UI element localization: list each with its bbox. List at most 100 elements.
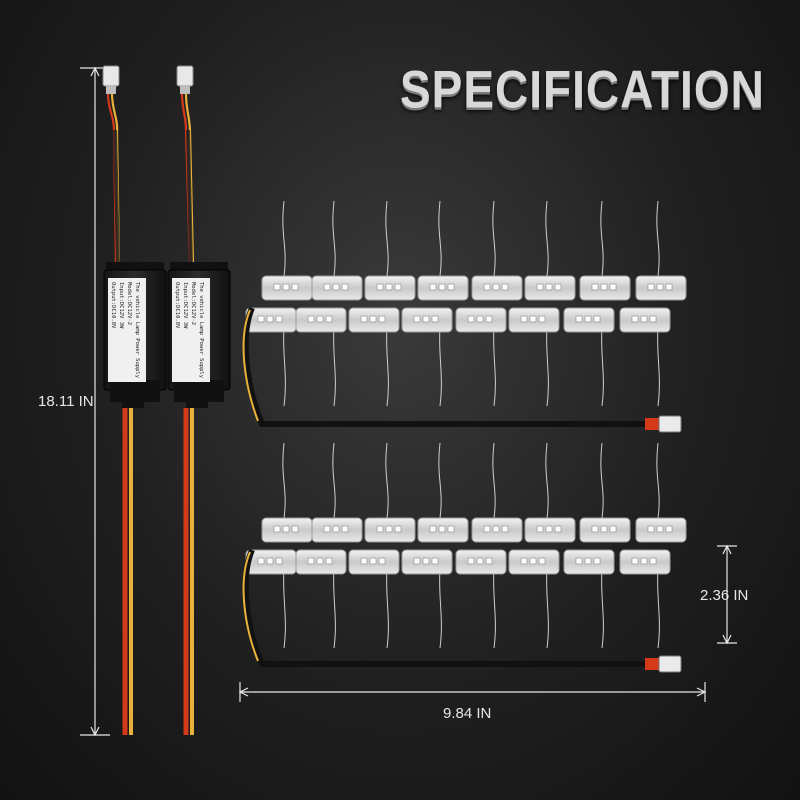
led-chip	[538, 315, 546, 323]
lead-wire	[283, 325, 286, 407]
led-chip	[647, 283, 655, 291]
led-chip	[360, 557, 368, 565]
led-chip	[501, 283, 509, 291]
power-supply-left: The vehicle Lamp Power Supply Model:DC12…	[102, 65, 167, 735]
led-chip	[429, 283, 437, 291]
led-chip	[545, 525, 553, 533]
led-chip	[593, 557, 601, 565]
led-chip	[476, 315, 484, 323]
lead-wire	[333, 567, 336, 649]
wire-sleeve	[645, 418, 659, 430]
svg-text:Input:DC12V 3W: Input:DC12V 3W	[182, 282, 188, 329]
led-chip	[378, 315, 386, 323]
strip-height-dimension-line	[717, 544, 737, 645]
feed-wire	[242, 306, 650, 427]
led-chip	[483, 525, 491, 533]
lead-wire	[546, 567, 549, 649]
led-chip	[257, 557, 265, 565]
led-chip	[593, 315, 601, 323]
led-chip	[332, 525, 340, 533]
led-chip	[485, 315, 493, 323]
led-chip	[492, 525, 500, 533]
led-chip	[291, 283, 299, 291]
lead-wire	[600, 200, 604, 277]
page-title: SPECIFICATION	[400, 59, 765, 119]
led-chip	[640, 557, 648, 565]
led-chip	[316, 557, 324, 565]
lead-wire	[438, 442, 442, 519]
led-chip	[307, 315, 315, 323]
led-chip	[538, 557, 546, 565]
led-chip	[600, 525, 608, 533]
led-chip	[591, 525, 599, 533]
power-supply-right: The vehicle Lamp Power Supply Model:DC12…	[167, 65, 231, 735]
lead-wire	[332, 200, 336, 277]
led-chip	[323, 283, 331, 291]
led-chip	[485, 557, 493, 565]
led-chip	[273, 525, 281, 533]
led-chip	[656, 525, 664, 533]
led-chip	[376, 525, 384, 533]
led-chip	[429, 525, 437, 533]
led-chip	[325, 557, 333, 565]
svg-text:The vehicle Lamp Power Supply: The vehicle Lamp Power Supply	[198, 282, 204, 379]
lead-wire	[283, 567, 286, 649]
strip-connector	[658, 415, 682, 433]
led-chip	[536, 525, 544, 533]
svg-text:Model:DC12V-2: Model:DC12V-2	[190, 282, 196, 325]
led-chip	[529, 315, 537, 323]
led-chip	[609, 525, 617, 533]
led-chip	[584, 557, 592, 565]
led-chip	[431, 315, 439, 323]
led-chip	[307, 557, 315, 565]
lead-wire	[386, 567, 389, 649]
lead-wire	[657, 325, 660, 407]
led-chip	[591, 283, 599, 291]
led-chip	[422, 557, 430, 565]
led-chip	[266, 557, 274, 565]
led-chip	[291, 525, 299, 533]
led-chip	[275, 315, 283, 323]
led-chip	[467, 557, 475, 565]
led-chip	[438, 525, 446, 533]
led-chip	[575, 557, 583, 565]
strip-height-dimension-label: 2.36 IN	[700, 587, 749, 604]
lead-wire	[545, 442, 549, 519]
width-dimension-label: 9.84 IN	[443, 705, 492, 722]
lead-wire	[282, 442, 286, 519]
lead-wire	[492, 200, 496, 277]
led-chip	[385, 525, 393, 533]
led-chip	[467, 315, 475, 323]
led-chip	[325, 315, 333, 323]
led-chip	[257, 315, 265, 323]
lead-wire	[439, 567, 442, 649]
led-chip	[665, 283, 673, 291]
led-chip	[369, 315, 377, 323]
led-chip	[266, 315, 274, 323]
svg-text:Model:DC12V-2: Model:DC12V-2	[126, 282, 132, 325]
led-chip	[341, 525, 349, 533]
led-chip	[282, 525, 290, 533]
led-chip	[447, 525, 455, 533]
led-chip	[492, 283, 500, 291]
svg-text:Output:DC10.8V: Output:DC10.8V	[174, 282, 180, 329]
led-chip	[656, 283, 664, 291]
lead-wire	[656, 442, 660, 519]
feed-wire-yellow	[242, 551, 259, 662]
lead-wire	[282, 200, 286, 277]
led-chip	[360, 315, 368, 323]
led-chip	[369, 557, 377, 565]
led-chip	[520, 557, 528, 565]
led-chip	[649, 557, 657, 565]
height-dimension-label: 18.11 IN	[38, 393, 94, 410]
led-chip	[447, 283, 455, 291]
led-chip	[431, 557, 439, 565]
led-chip	[341, 283, 349, 291]
led-chip	[378, 557, 386, 565]
feed-wire	[242, 548, 650, 667]
lead-wire	[656, 200, 660, 277]
led-chip	[520, 315, 528, 323]
lead-wire	[600, 442, 604, 519]
led-chip	[413, 315, 421, 323]
